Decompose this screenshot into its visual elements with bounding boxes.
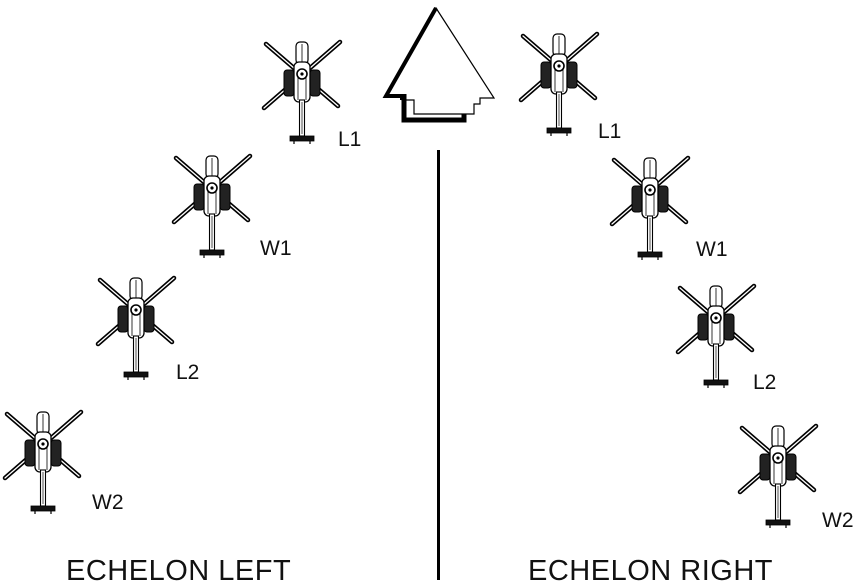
- formation-label-left-l1: L1: [338, 128, 362, 151]
- helicopter-icon: [88, 272, 184, 384]
- helicopter-icon: [0, 406, 91, 518]
- helicopter-icon: [511, 28, 607, 140]
- caption-echelon-right: ECHELON RIGHT: [528, 555, 773, 587]
- direction-arrow-icon: [382, 6, 496, 123]
- helicopter-icon: [164, 150, 260, 262]
- formation-label-right-w2: W2: [822, 509, 854, 532]
- formation-label-left-l2: L2: [176, 361, 200, 384]
- formation-label-right-l2: L2: [753, 371, 777, 394]
- helicopter-icon: [254, 36, 350, 148]
- helicopter-icon: [668, 280, 764, 392]
- helicopter-icon: [730, 420, 826, 532]
- formation-divider: [437, 150, 440, 580]
- formation-label-left-w1: W1: [260, 237, 292, 260]
- formation-label-left-w2: W2: [92, 491, 124, 514]
- caption-echelon-left: ECHELON LEFT: [66, 555, 292, 587]
- helicopter-icon: [602, 152, 698, 264]
- formation-label-right-w1: W1: [696, 238, 728, 261]
- formation-label-right-l1: L1: [598, 120, 622, 143]
